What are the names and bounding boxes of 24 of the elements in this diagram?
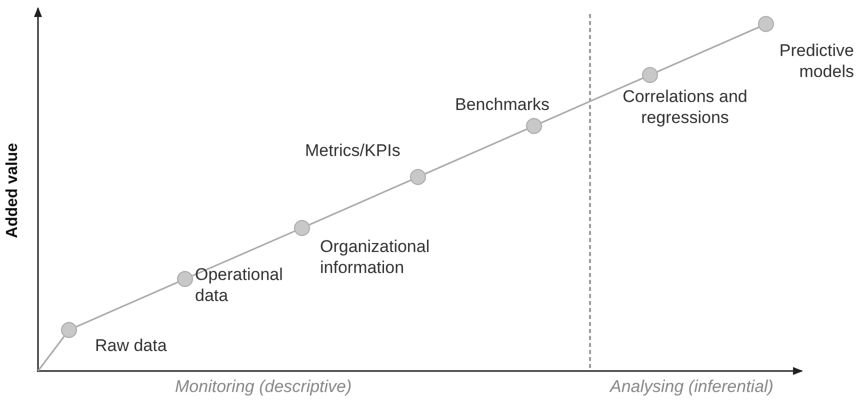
data-point-marker bbox=[410, 169, 426, 185]
data-point-marker bbox=[61, 322, 77, 338]
trend-line bbox=[541, 77, 643, 124]
point-label: Raw data bbox=[95, 335, 168, 356]
point-label: Metrics/KPIs bbox=[305, 140, 402, 161]
data-point-marker bbox=[642, 67, 658, 83]
trend-line bbox=[37, 336, 65, 372]
data-point-marker bbox=[526, 118, 542, 134]
point-label: Benchmarks bbox=[455, 94, 550, 115]
data-point-marker bbox=[177, 271, 193, 287]
point-label: Correlations and regressions bbox=[622, 86, 748, 128]
axis-title: Added value bbox=[3, 142, 22, 238]
point-label: Predictive models bbox=[778, 40, 854, 82]
trend-line bbox=[657, 26, 759, 73]
trend-line bbox=[425, 128, 527, 175]
trend-line bbox=[309, 179, 411, 226]
data-point-marker bbox=[758, 16, 774, 32]
axis-category-label: Monitoring (descriptive) bbox=[175, 376, 352, 397]
trend-line bbox=[192, 230, 295, 277]
point-label: Organizational information bbox=[320, 236, 431, 278]
axis-category-label: Analysing (inferential) bbox=[610, 376, 774, 397]
data-point-marker bbox=[294, 220, 310, 236]
trend-line bbox=[76, 281, 178, 328]
point-label: Operational data bbox=[195, 264, 284, 306]
